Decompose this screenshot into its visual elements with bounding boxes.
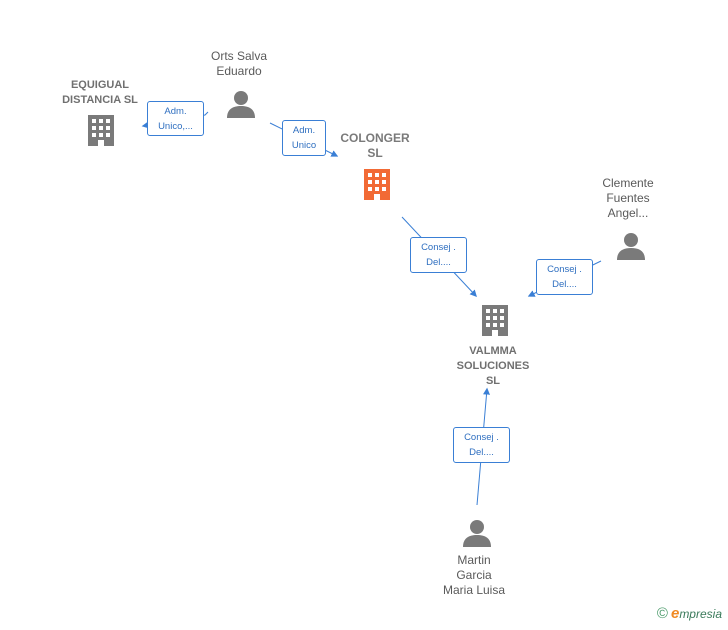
node-label-valmma[interactable]: VALMMA SOLUCIONES SL — [456, 345, 530, 387]
brand-footer: ©empresia — [657, 605, 722, 622]
node-label-orts[interactable]: Orts Salva Eduardo — [210, 49, 267, 78]
copyright-icon: © — [656, 605, 668, 622]
edge-label-line: Del.... — [552, 279, 577, 290]
edge-label-line: Consej . — [421, 242, 456, 253]
edge-label-colonger-valmma[interactable]: Consej . Del.... — [410, 237, 467, 273]
person-icon[interactable] — [616, 231, 646, 261]
edge-label-line: Unico,... — [158, 121, 193, 132]
node-label-martin[interactable]: Martin Garcia Maria Luisa — [442, 553, 506, 597]
edge-label-line: Adm. — [292, 125, 316, 136]
edge-label-line: Consej . — [464, 432, 499, 443]
edge-label-orts-colonger[interactable]: Adm. Unico — [282, 120, 326, 156]
node-label-colonger[interactable]: COLONGER SL — [340, 131, 410, 160]
edge-label-martin-valmma[interactable]: Consej . Del.... — [453, 427, 510, 463]
person-icon[interactable] — [226, 89, 256, 119]
edge-label-line: Adm. — [164, 106, 187, 117]
building-icon[interactable] — [478, 304, 512, 338]
edge-label-orts-equigual[interactable]: Adm. Unico,... — [147, 101, 204, 136]
brand-logo-text: mpresia — [679, 607, 722, 621]
brand-logo-initial: e — [670, 605, 680, 622]
node-label-equigual[interactable]: EQUIGUAL DISTANCIA SL — [62, 79, 138, 106]
edge-label-clemente-valmma[interactable]: Consej . Del.... — [536, 259, 593, 295]
building-icon[interactable] — [84, 114, 118, 148]
edge-label-line: Consej . — [547, 264, 582, 275]
edge-label-line: Unico — [291, 140, 317, 151]
node-label-clemente[interactable]: Clemente Fuentes Angel... — [602, 176, 654, 220]
edge-label-line: Del.... — [426, 257, 451, 268]
building-icon-highlight[interactable] — [360, 168, 394, 202]
edge-label-line: Del.... — [469, 447, 494, 458]
person-icon[interactable] — [462, 518, 492, 548]
